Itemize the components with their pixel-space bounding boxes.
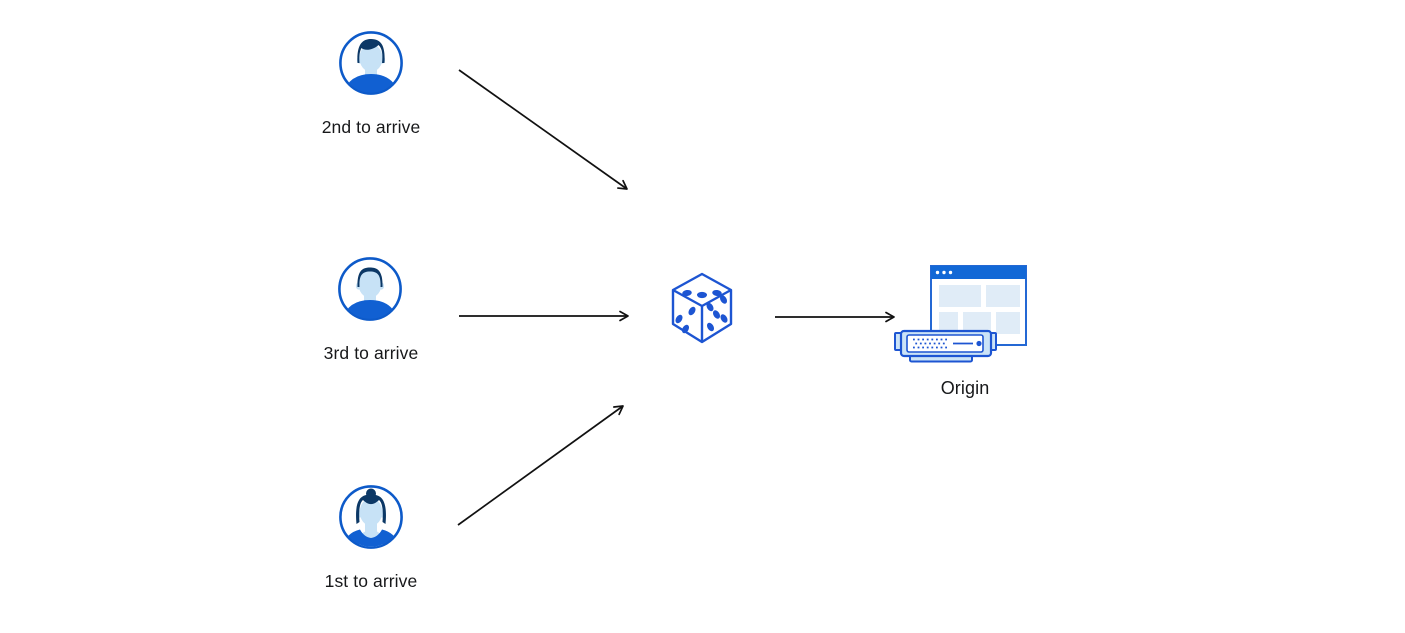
client-node-3rd-to-arrive: [337, 256, 403, 327]
origin-server-node: [890, 258, 1030, 373]
male-avatar-2-icon: [338, 257, 402, 321]
client-node-1st-to-arrive: [338, 484, 404, 555]
dice-icon: [671, 272, 733, 344]
female-avatar-icon: [339, 485, 403, 549]
client-label-3rd-to-arrive: 3rd to arrive: [323, 343, 419, 363]
origin-server-icon: [894, 265, 1027, 363]
arrow-client-2nd-to-dice: [458, 69, 628, 190]
arrow-client-1st-to-dice: [457, 405, 624, 526]
client-label-2nd-to-arrive: 2nd to arrive: [321, 117, 421, 137]
server-rack-icon: [894, 329, 997, 363]
client-label-1st-to-arrive: 1st to arrive: [324, 571, 418, 591]
origin-label: Origin: [940, 378, 990, 398]
client-node-2nd-to-arrive: [338, 30, 404, 101]
male-avatar-icon: [339, 31, 403, 95]
dice-randomizer-node: [667, 266, 737, 351]
